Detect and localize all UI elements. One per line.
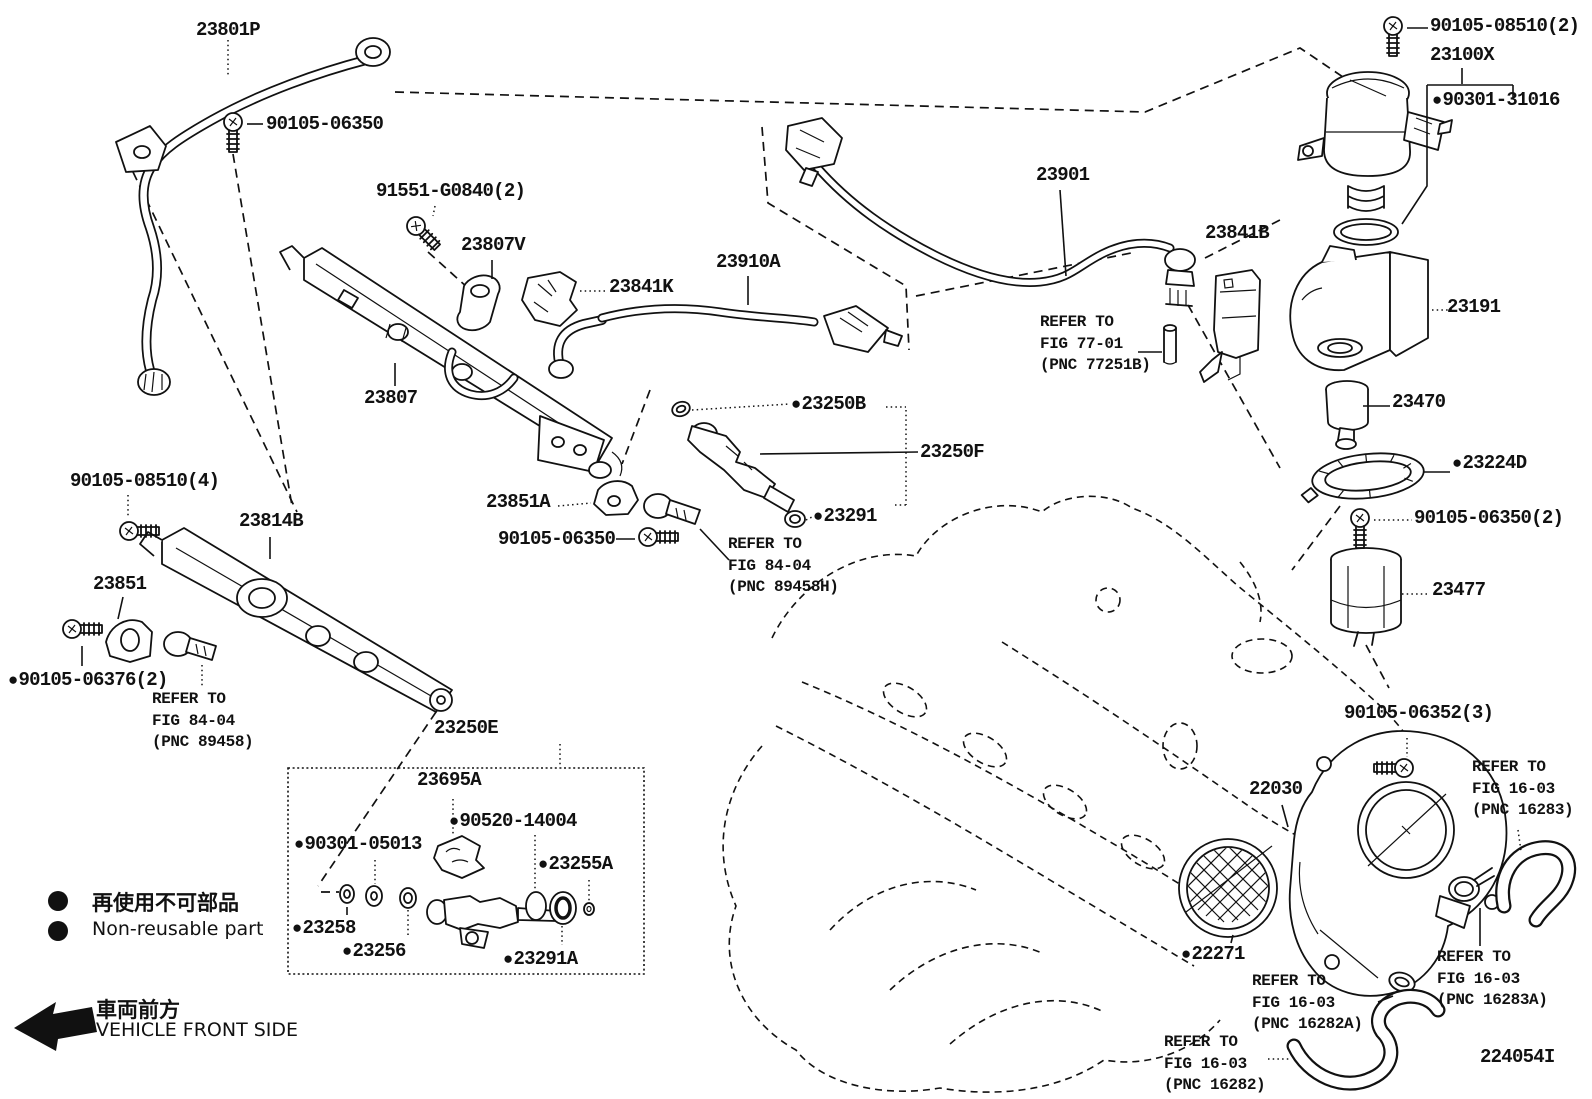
non-reusable-dot-icon: ● (342, 943, 352, 962)
throttle-body-22030-drawing (1288, 730, 1508, 997)
fuel-hose-23910A-drawing (548, 304, 903, 379)
part-label-23291a: ●23291A (503, 948, 578, 970)
part-label-23841b: 23841B (1205, 222, 1270, 244)
non-reusable-dot-icon: ● (791, 396, 801, 415)
damper-23807V-drawing (456, 274, 501, 332)
injector-kit-box-23250E (287, 767, 645, 975)
part-label-22271: ●22271 (1181, 943, 1245, 965)
bracket-23191-drawing (1289, 245, 1429, 371)
part-label-refer-16283a: REFER TO FIG 16-03 (PNC 16283A) (1437, 948, 1548, 1010)
part-label-refer-84-04h: REFER TO FIG 84-04 (PNC 89458H) (728, 535, 839, 597)
part-label-23255a: ●23255A (538, 853, 613, 875)
hose-clamp-16283-drawing (1448, 840, 1577, 928)
insulator-23470-drawing (1325, 380, 1369, 450)
sensor-89458-drawing (163, 631, 217, 661)
gasket-22271-drawing (1178, 838, 1278, 938)
part-label-90105-06350-top: 90105-06350 (266, 113, 384, 135)
part-label-23910a: 23910A (716, 251, 781, 273)
fuel-rail-23814B-drawing (139, 527, 453, 713)
part-label-90520-14004: ●90520-14004 (449, 810, 577, 832)
part-label-22030: 22030 (1249, 778, 1303, 800)
part-label-23807: 23807 (364, 387, 418, 409)
non-reusable-dot-icon: ● (1432, 92, 1442, 111)
part-label-23841k: 23841K (609, 276, 674, 298)
engine-outline (722, 495, 1431, 1093)
bracket-23841K-drawing (521, 271, 578, 327)
legend-text-jp: 再使用不可部品 (92, 891, 239, 915)
part-label-refer-84-04: REFER TO FIG 84-04 (PNC 89458) (152, 690, 254, 752)
insulator-23477-drawing (1330, 547, 1402, 647)
construction-dashes (132, 47, 1425, 968)
non-reusable-dot-icon: ● (449, 813, 459, 832)
fuel-pump-23100X-drawing (1297, 71, 1453, 246)
non-reusable-dot-icon: ● (292, 920, 302, 939)
vehicle-front-arrow-icon (14, 1002, 97, 1051)
part-label-23256: ●23256 (342, 940, 406, 962)
part-label-90105-06376: ●90105-06376(2) (8, 669, 168, 691)
legend-bullet-icons (48, 891, 68, 941)
part-label-91551-g0840: 91551-G0840(2) (376, 180, 526, 202)
part-label-23258: ●23258 (292, 917, 356, 939)
connector-23841B-drawing (1199, 269, 1261, 383)
part-label-23807v: 23807V (461, 234, 526, 256)
part-label-90301-31016: ●90301-31016 (1432, 89, 1560, 111)
part-label-90105-06350-mid: 90105-06350 (498, 528, 616, 550)
drawing-number: 224054I (1480, 1046, 1555, 1068)
part-label-90105-08510-4: 90105-08510(4) (70, 470, 220, 492)
part-label-23250f: 23250F (920, 441, 985, 463)
gasket-23224D-drawing (1300, 452, 1425, 504)
non-reusable-dot-icon: ● (1452, 455, 1462, 474)
part-label-refer-77-01: REFER TO FIG 77-01 (PNC 77251B) (1040, 313, 1151, 375)
hose-clamp-16282A-drawing (1286, 971, 1446, 1091)
non-reusable-dot-icon: ● (813, 508, 823, 527)
non-reusable-dot-icon: ● (538, 856, 548, 875)
part-label-90105-08510-2: 90105-08510(2) (1430, 15, 1580, 37)
legend-text-en: Non-reusable part (92, 918, 264, 940)
fuel-rail-23807-drawing (279, 245, 623, 479)
part-label-90301-05013: ●90301-05013 (294, 833, 422, 855)
vehicle-front-label-en: VEHICLE FRONT SIDE (96, 1019, 299, 1041)
part-label-23224d: ●23224D (1452, 452, 1527, 474)
part-label-23851: 23851 (93, 573, 147, 595)
non-reusable-dot-icon: ● (503, 951, 513, 970)
part-label-refer-16282a: REFER TO FIG 16-03 (PNC 16282A) (1252, 972, 1363, 1034)
part-label-23250b: ●23250B (791, 393, 866, 415)
part-label-23814b: 23814B (239, 510, 304, 532)
non-reusable-dot-icon: ● (294, 836, 304, 855)
part-label-23851a: 23851A (486, 491, 551, 513)
part-label-23695a: 23695A (417, 769, 482, 791)
non-reusable-dot-icon: ● (1181, 946, 1191, 965)
part-label-90105-06352: 90105-06352(3) (1344, 702, 1494, 724)
fuel-hose-23901-drawing (785, 117, 1196, 307)
injector-23250F-cluster-drawing (593, 400, 806, 528)
fuel-pipe-23801P-drawing (115, 37, 391, 396)
pipe-77251B-drawing (1163, 324, 1177, 365)
vehicle-front-label-jp: 車両前方 (96, 998, 180, 1022)
part-label-23250e: 23250E (434, 717, 499, 739)
part-label-23470: 23470 (1392, 391, 1446, 413)
part-label-23901: 23901 (1036, 164, 1090, 186)
part-label-23291: ●23291 (813, 505, 877, 527)
part-label-23801p: 23801P (196, 19, 261, 41)
part-label-23100x: 23100X (1430, 44, 1495, 66)
part-label-refer-16283: REFER TO FIG 16-03 (PNC 16283) (1472, 758, 1574, 820)
non-reusable-dot-icon: ● (8, 672, 18, 691)
clamp-23851-drawing (105, 619, 153, 663)
part-label-90105-06350-2: 90105-06350(2) (1414, 507, 1564, 529)
part-label-23191: 23191 (1447, 296, 1501, 318)
part-label-23477: 23477 (1432, 579, 1486, 601)
leader-lines (81, 27, 1522, 1060)
part-label-refer-16282: REFER TO FIG 16-03 (PNC 16282) (1164, 1033, 1266, 1095)
